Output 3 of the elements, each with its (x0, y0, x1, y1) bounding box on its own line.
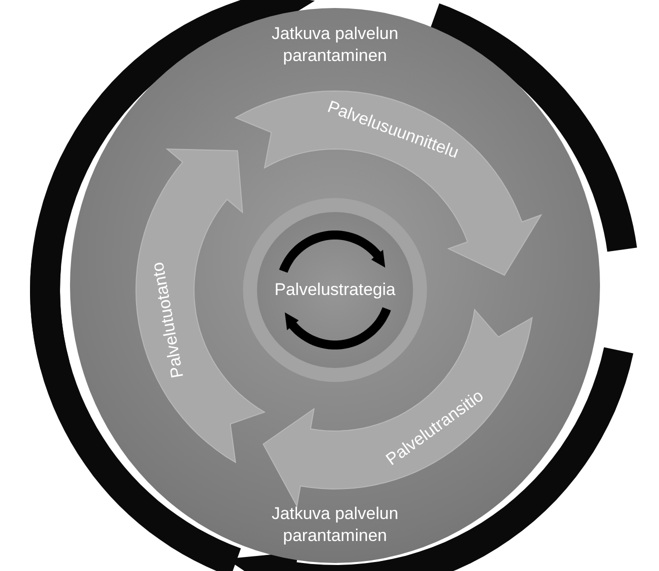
circle-label: Palvelustrategia (274, 280, 396, 300)
circle-title: Jatkuva palvelun parantaminen (270, 23, 400, 67)
circle-title: Jatkuva palvelun parantaminen (270, 503, 400, 547)
